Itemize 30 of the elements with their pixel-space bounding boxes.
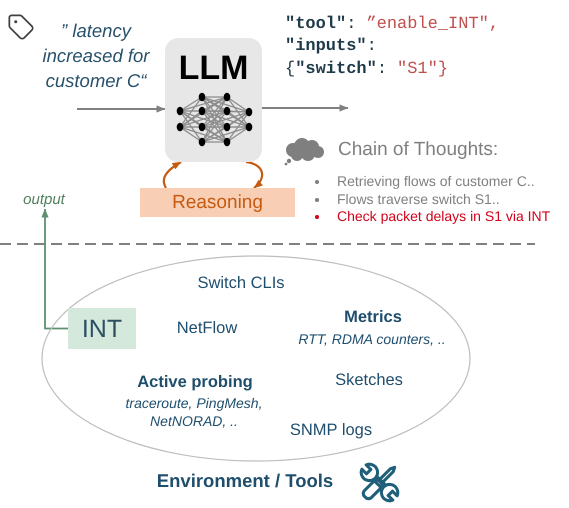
code-value: "S1"} <box>397 59 448 81</box>
chain-heading: Chain of Thoughts: <box>338 139 498 161</box>
query-text: ” latency increased for customer C“ <box>42 19 151 93</box>
thought-item: Check packet delays in S1 via INT <box>337 208 550 225</box>
llm-box <box>165 38 262 162</box>
output-label: output <box>17 189 71 209</box>
example-list: RTT, RDMA counters, .. <box>298 330 446 348</box>
code-value: ”enable_INT", <box>366 14 500 36</box>
arrow <box>262 104 348 112</box>
tool-name: SNMP logs <box>290 420 372 440</box>
tool-name: NetFlow <box>176 318 238 338</box>
group-caption: Environment / Tools <box>156 471 334 491</box>
tool-name: Sketches <box>335 370 403 390</box>
llm-label: LLM <box>178 49 248 87</box>
arrow <box>77 105 166 113</box>
curved-arrow <box>246 160 264 189</box>
int-box <box>68 308 136 349</box>
category-heading: Active probing <box>137 372 253 392</box>
thought-item: Retrieving flows of customer C.. <box>337 173 535 190</box>
code-key: {"switch": <box>285 59 388 81</box>
category-heading: Metrics <box>344 307 402 327</box>
example-list: traceroute, PingMesh, NetNORAD, .. <box>109 394 279 430</box>
reasoning-box <box>140 188 295 217</box>
code-key: "tool": <box>285 14 356 36</box>
tool-name: Switch CLIs <box>197 273 285 293</box>
elbow-arrow <box>41 208 68 330</box>
int-label: INT <box>82 314 122 342</box>
reasoning-label: Reasoning <box>172 192 263 214</box>
thought-item: Flows traverse switch S1.. <box>337 191 500 208</box>
code-key: "inputs": <box>285 36 377 58</box>
